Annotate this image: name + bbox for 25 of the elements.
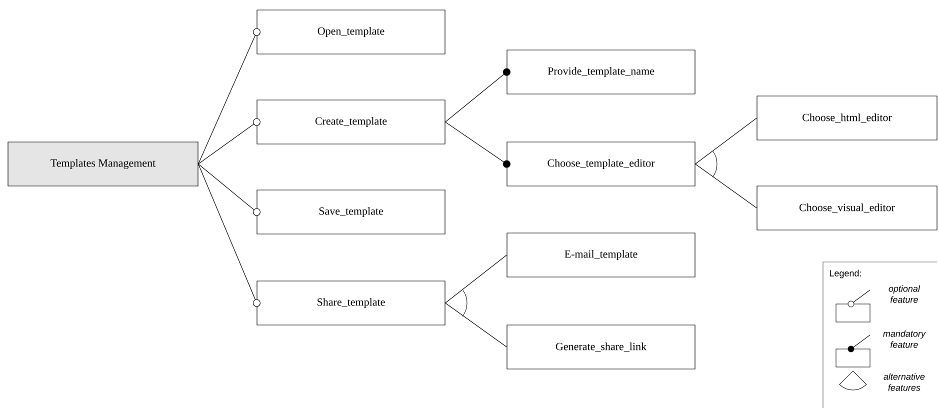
connector [198,164,260,307]
feature-box: Generate_share_link [506,324,696,370]
connector [445,122,510,168]
feature-box: Choose_html_editor [756,96,938,140]
feature-box: Share_template [256,280,446,326]
connector [695,118,757,164]
connector [198,28,260,164]
feature-box: Choose_visual_editor [756,186,938,230]
connector [445,302,507,348]
feature-box: Provide_template_name [506,50,696,94]
root-feature-box: Templates Management [8,142,198,186]
connector [695,164,757,208]
legend-label: mandatory feature [883,330,926,348]
legend-label: alternative features [884,373,925,391]
connector [445,68,510,122]
connector [198,164,260,216]
feature-box: Choose_template_editor [506,142,696,186]
feature-box: Open_template [256,10,446,54]
feature-box: Save_template [256,190,446,234]
legend-label: optional feature [888,285,920,303]
connector [445,254,507,304]
feature-box: Create_template [256,100,446,144]
feature-box: E-mail_template [506,232,696,278]
connector [198,118,260,164]
legend-title: Legend: [830,270,861,278]
